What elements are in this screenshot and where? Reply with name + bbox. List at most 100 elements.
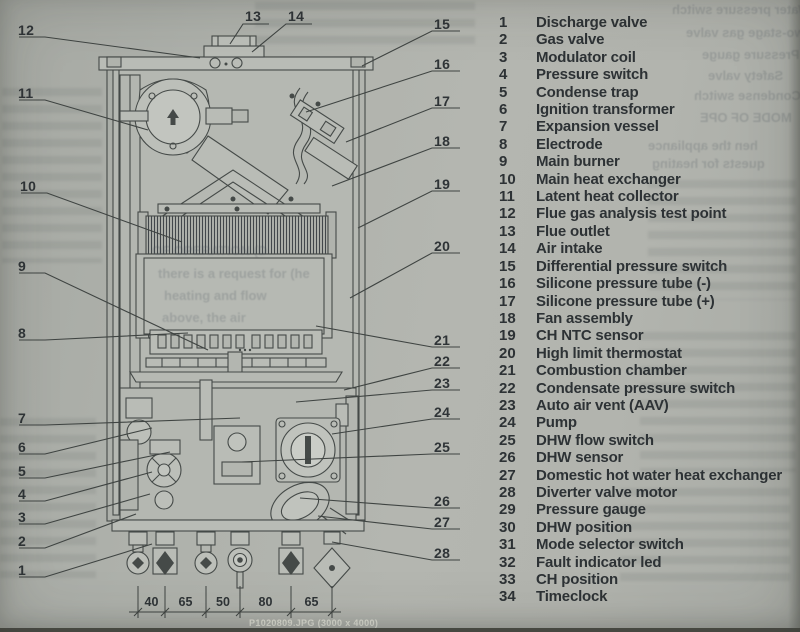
diagram-callout-19: 19 [434,176,451,192]
legend-item-label: High limit thermostat [536,344,682,362]
legend-item-number: 19 [499,327,516,345]
legend-item-label: Pressure switch [536,66,649,84]
legend-item: 18 Fan assembly [499,310,799,327]
legend-item: 26 DHW sensor [499,449,799,466]
diagram-callout-15: 15 [434,16,451,32]
legend-item-number: 1 [499,14,508,31]
legend-item-number: 9 [499,153,508,171]
legend-item-number: 27 [499,466,516,484]
legend-item: 9 Main burner [499,153,799,170]
diagram-callout-6: 6 [18,439,27,455]
legend-item-number: 5 [499,83,508,101]
diagram-callout-17: 17 [434,93,451,109]
legend-item-label: Diverter valve motor [536,483,678,501]
bottom-pipework [111,519,365,589]
page-edge-shadow [788,0,800,632]
legend-item: 13 Flue outlet [499,223,799,240]
legend-item-number: 13 [499,222,516,240]
bleedthrough-text: quests for heating [652,156,765,171]
combustion-chamber [135,253,333,341]
legend-item: 17 Silicone pressure tube (+) [499,293,799,310]
legend-item-label: Condense trap [536,83,639,101]
page-bottom-edge [0,628,800,632]
legend-item: 14 Air intake [499,240,799,257]
legend-item-number: 32 [499,553,516,571]
legend-item-number: 14 [499,240,516,258]
legend-item-number: 3 [499,48,508,66]
legend-item: 15 Differential pressure switch [499,258,799,275]
leader-line-15 [361,30,460,67]
bleedthrough-text: Pressure gauge [702,47,800,62]
legend-item-label: Pressure gauge [536,501,646,519]
diagram-callout-9: 9 [18,258,27,274]
legend-item: 7 Expansion vessel [499,118,799,135]
legend-item: 6 Ignition transformer [499,101,799,118]
legend-item-number: 24 [499,414,516,432]
legend-item-label: Air intake [536,240,603,258]
legend-item-label: Silicone pressure tube (+) [536,292,715,310]
legend-item-label: Ignition transformer [536,101,675,119]
leader-line-7 [19,417,241,426]
legend-item-label: Domestic hot water heat exchanger [536,466,782,484]
legend-item: 4 Pressure switch [499,66,799,83]
legend-item-number: 33 [499,571,516,588]
legend-item: 11 Latent heat collector [499,188,799,205]
legend-item: 31 Mode selector switch [499,536,799,553]
legend-item-number: 16 [499,275,516,293]
legend-item-label: DHW sensor [536,449,624,467]
leader-line-27 [317,515,460,530]
diagram-callout-21: 21 [434,332,451,348]
photo-caption: P1020809.JPG (3000 x 4000) [249,618,379,628]
legend-item-number: 12 [499,205,516,223]
leader-line-23 [295,389,460,403]
legend-item: 21 Combustion chamber [499,362,799,379]
main-burner [129,329,343,383]
legend-item: 27 Domestic hot water heat exchanger [499,467,799,484]
legend-item-number: 30 [499,518,516,536]
flue-outlet [203,35,265,58]
legend-item: 3 Modulator coil [499,49,799,66]
legend-item-number: 11 [499,188,515,206]
leader-line-17 [345,107,460,143]
legend-item-number: 8 [499,135,508,153]
bleedthrough-text: above, the air [162,310,246,325]
legend-item-number: 25 [499,431,516,449]
legend-item-number: 28 [499,483,516,501]
diagram-callout-18: 18 [434,133,451,149]
leader-line-24 [331,418,460,435]
leader-line-26 [299,497,460,509]
legend-item-number: 22 [499,379,516,397]
parts-legend: 1 Discharge valve 2 Gas valve 3 Modulato… [499,14,799,606]
bleedthrough-text: Water pressure switch [672,2,800,17]
legend-item-number: 23 [499,396,516,414]
diagram-callout-11: 11 [18,85,34,101]
bleedthrough-text: MODE OF OPE [700,110,792,125]
legend-item-label: Flue outlet [536,222,610,240]
leader-line-6 [19,427,153,455]
legend-item: 29 Pressure gauge [499,501,799,518]
bleedthrough-text: OF OPERATION (D [152,243,268,258]
legend-item: 20 High limit thermostat [499,345,799,362]
leader-line-22 [343,367,460,391]
bleedthrough-text: Condense switch [694,88,800,103]
diagram-callout-7: 7 [18,410,27,426]
leader-line-18 [331,147,460,187]
legend-item: 1 Discharge valve [499,14,799,31]
diagram-callout-28: 28 [434,545,451,561]
diagram-callout-13: 13 [245,8,262,24]
legend-item: 32 Fault indicator led [499,554,799,571]
legend-item-label: Pump [536,414,577,432]
legend-item-label: Gas valve [536,31,605,49]
legend-item-label: Latent heat collector [536,188,679,206]
silicone-pressure-tubes [289,87,359,185]
diagram-callout-23: 23 [434,375,451,391]
legend-item: 23 Auto air vent (AAV) [499,397,799,414]
legend-item: 19 CH NTC sensor [499,327,799,344]
diagram-callout-5: 5 [18,463,27,479]
diagram-callout-8: 8 [18,325,27,341]
diagram-callout-1: 1 [18,562,27,578]
leader-line-21 [315,325,460,348]
leader-line-2 [19,513,137,549]
bleedthrough-text: there is a request for (he [158,266,310,281]
